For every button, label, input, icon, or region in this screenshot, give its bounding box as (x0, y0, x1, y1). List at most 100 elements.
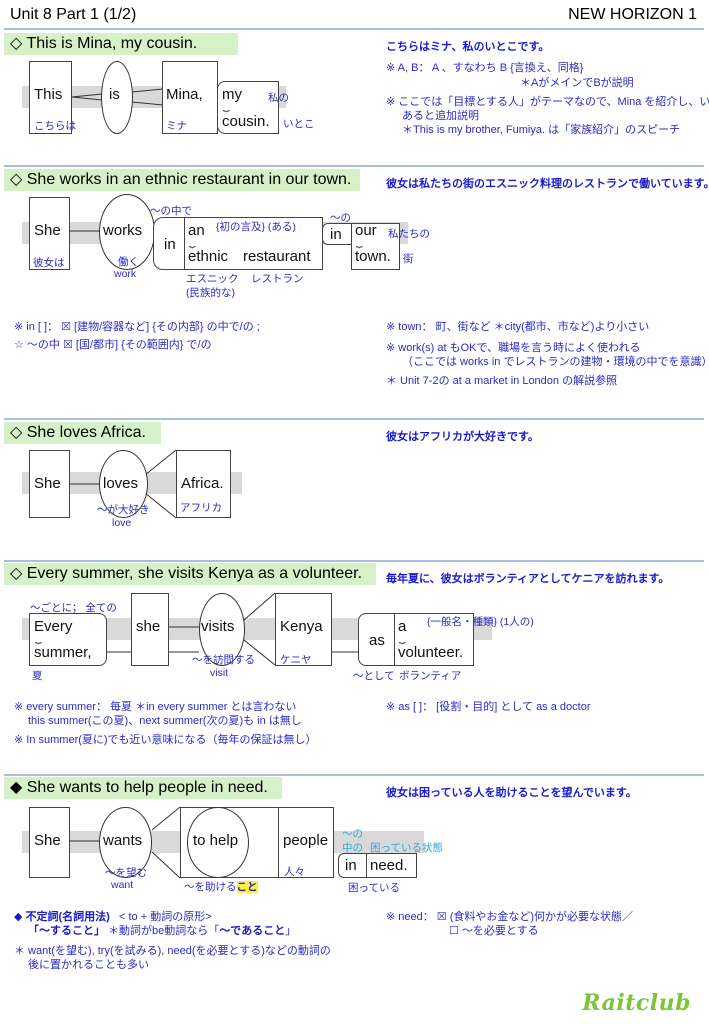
gloss-cousin: いとこ (283, 118, 315, 130)
word-she: she (136, 618, 161, 635)
note: ＊AがメインでBが説明 (520, 77, 634, 89)
word-volunteer: volunteer. (398, 644, 464, 661)
highlight-koto: こと (236, 881, 258, 893)
gloss-she: 彼女は (33, 257, 65, 269)
word-in: in (164, 236, 176, 253)
infinitive-formula: < to + 動詞の原形> (119, 911, 212, 923)
gloss-our: 私たちの (388, 228, 430, 240)
divider (4, 774, 704, 776)
word-kenya: Kenya (280, 618, 323, 635)
gloss-kenya: ケニヤ (280, 654, 312, 666)
gloss-works-base: work (114, 268, 137, 280)
word-box-she (29, 197, 70, 270)
gloss-loves: 〜が大好き (97, 504, 150, 516)
infinitive-heading: ◆ 不定詞(名詞用法) (14, 911, 110, 923)
note: ※ as [ ]： [役割・目的] として as a doctor (386, 701, 591, 713)
gloss-ethnic: エスニック (186, 273, 239, 285)
word-box-my-cousin (217, 81, 279, 134)
note: this summer(この夏)、next summer(次の夏)も in は無… (28, 715, 302, 727)
word-box-people (278, 807, 334, 878)
note: ※ In summer(夏に)でも近い意味になる（毎年の保証は無し） (14, 734, 317, 746)
word-box-our-town (351, 223, 400, 270)
divider (4, 418, 704, 420)
gloss-in-1: 〜の中で (150, 205, 192, 217)
brace-icon: ⏟ (35, 632, 42, 644)
divider (4, 165, 704, 167)
unit-label: Unit 8 Part 1 (1/2) (10, 6, 137, 23)
sentence-title: ◇ Every summer, she visits Kenya as a vo… (4, 563, 376, 585)
word-is: is (109, 86, 120, 103)
gloss-every: 〜ごとに； 全ての (30, 602, 117, 614)
note: （ここでは works in でレストランの建物・環境の中でを意識） (402, 356, 709, 368)
sentence-translation: 彼女はアフリカが大好きです。 (386, 431, 539, 443)
note: ※ ここでは「目標とする人」がテーマなので、Mina を紹介し、いとこで (386, 96, 709, 108)
verb-ellipse-to-help (187, 807, 249, 878)
gloss-works: 働く (118, 256, 139, 268)
gloss-mina: ミナ (166, 120, 187, 132)
sentence-translation: 彼女は困っている人を助けることを望んでいます。 (386, 787, 637, 799)
note: ＊ Unit 7-2の at a market in London の解説参照 (386, 375, 618, 387)
sentence-title: ◇ This is Mina, my cousin. (4, 33, 238, 55)
word-box-in (338, 853, 367, 878)
note: ☐ 〜を必要とする (449, 925, 539, 937)
word-as: as (369, 632, 385, 649)
brace-icon: ⏟ (223, 100, 230, 112)
note: 後に置かれることも多い (28, 959, 149, 971)
gloss-to-help: 〜を助けること (184, 879, 258, 894)
word-wants: wants (103, 832, 143, 849)
gloss-africa: アフリカ (180, 502, 222, 514)
word-in: in (345, 857, 357, 874)
word-restaurant: restaurant (243, 248, 311, 265)
word-a: a (398, 618, 407, 635)
word-box-she (29, 807, 70, 878)
word-people: people (283, 832, 329, 849)
infinitive-meaning: 「〜すること」 (28, 925, 105, 937)
word-she: She (34, 222, 61, 239)
gloss-ethnic-2: (民族的な) (186, 287, 235, 299)
word-this: This (34, 86, 63, 103)
gloss-restaurant: レストラン (251, 273, 304, 285)
gloss-in-mid: 中の (342, 842, 363, 854)
word-an: an (188, 222, 205, 239)
gloss-volunteer: ボランティア (399, 670, 462, 682)
word-town: town. (355, 248, 391, 265)
sentence-title: ◇ She loves Africa. (4, 422, 161, 444)
word-mina: Mina, (166, 86, 203, 103)
note: ※ need： ☒ (食料やお金など)何かが必要な状態／ (386, 911, 634, 923)
gloss-visits: 〜を訪問する (192, 654, 255, 666)
word-our: our (355, 222, 377, 239)
word-loves: loves (103, 475, 139, 492)
note: ※ in [ ]： ☒ [建物/容器など] {その内部} の中で/の ; (14, 321, 260, 333)
word-she: She (34, 475, 61, 492)
sentence-translation: こちらはミナ、私のいとこです。 (386, 41, 550, 53)
divider (4, 28, 704, 30)
gloss-summer: 夏 (32, 670, 43, 682)
note: ☆ 〜の中 ☒ [国/都市] {その範囲内} で/の (14, 339, 212, 351)
gloss-need-state: 困っている状態 (370, 842, 443, 854)
gloss-as: 〜として (353, 670, 395, 682)
raitclub-logo: Raitclub (582, 990, 691, 1016)
word-visits: visits (201, 618, 235, 635)
gloss-town: 街 (403, 253, 414, 265)
note: ※ work(s) at もOKで、職場を言う時によく使われる (386, 342, 641, 354)
gloss-my: 私の (268, 92, 289, 104)
note: ＊This is my brother, Fumiya. は「家族紹介」のスピー… (402, 124, 681, 136)
word-cousin: cousin. (222, 113, 270, 130)
word-box-she (131, 593, 169, 666)
phrase-box-every-summer (29, 613, 107, 666)
gloss-a: {一般名・種類} (1人の) (427, 616, 534, 628)
brace-icon: ⏟ (399, 632, 406, 644)
word-in-2: in (330, 226, 342, 243)
sentence-title: ◆ She wants to help people in need. (4, 777, 282, 799)
word-africa: Africa. (181, 475, 224, 492)
gloss-an: {初の言及} (ある) (216, 221, 296, 233)
note: ※ town： 町、街など ＊city(都市、市など)より小さい (386, 321, 650, 333)
phrase-box-restaurant (184, 217, 323, 270)
infinitive-be-meaning: 〜であること (219, 925, 286, 937)
bracket-close: 」 (285, 925, 297, 937)
verb-ellipse-is (101, 61, 133, 134)
note: あると追加説明 (402, 110, 479, 122)
brace-icon: ⏟ (356, 236, 363, 248)
gloss-this: こちらは (34, 120, 76, 132)
infinitive-be-note: ＊動詞がbe動詞なら「 (108, 925, 220, 937)
